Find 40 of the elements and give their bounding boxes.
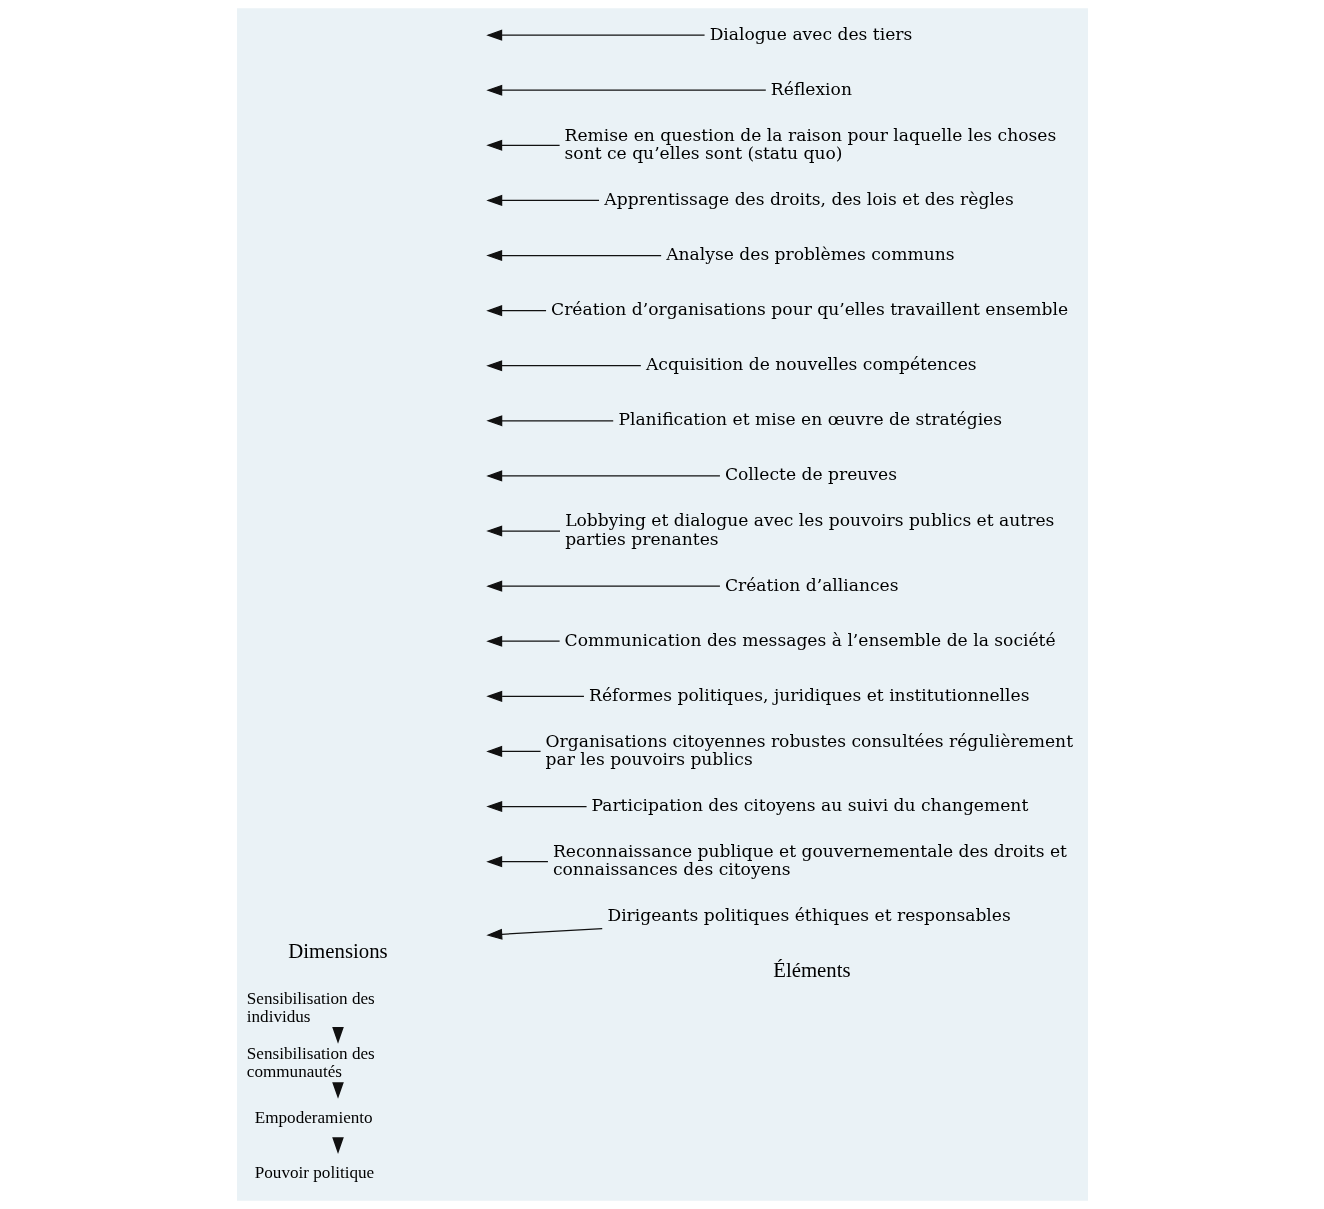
node-text: Apprentissage des droits, des lois et des règles (603, 188, 1014, 209)
node-text: Sensibilisation des communautés (246, 1044, 375, 1082)
arrow (485, 305, 547, 317)
label: Dimensions (287, 939, 388, 964)
node-text: Sensibilisation des individus (246, 988, 375, 1027)
node-text: Reconnaissance publique et gouvernementale des droits et connaissances des citoyens (552, 840, 1067, 880)
arrow (485, 525, 561, 537)
node-text: Collecte de preuves (724, 464, 897, 485)
arrow (485, 139, 560, 151)
arrow (485, 84, 766, 96)
arrow (485, 800, 587, 813)
node-text: Remise en question de la raison pour laquelle les choses sont ce qu’elles sont (statu quo) (564, 124, 1056, 164)
arrow (485, 745, 541, 757)
node-text: Réformes politiques, juridiques et institutionnelles (588, 684, 1029, 705)
arrow (485, 856, 549, 868)
arrow (485, 415, 614, 427)
arrow (485, 360, 641, 372)
arrow (485, 29, 705, 41)
arrow (485, 194, 600, 206)
node-text: Dirigeants politiques éthiques et responsables (606, 905, 1011, 926)
arrow (485, 580, 721, 592)
arrow (485, 690, 585, 702)
node-text: Pouvoir politique (254, 1163, 374, 1183)
node-text: Analyse des problèmes communs (665, 244, 954, 265)
arrow (485, 249, 662, 262)
node-text: Communication des messages à l’ensemble de la société (564, 629, 1056, 650)
node-text: Organisations citoyennes robustes consultées régulièrement par les pouvoirs publics (545, 730, 1073, 770)
node-text: Acquisition de nouvelles compétences (645, 354, 977, 375)
node-text: Création d’alliances (724, 574, 899, 595)
node-text: Lobbying et dialogue avec les pouvoirs publics et autres parties prenantes (564, 510, 1054, 549)
arrow (485, 928, 603, 940)
node-text: Dialogue avec des tiers (709, 23, 912, 44)
node-text: Réflexion (770, 78, 852, 99)
node-text: Participation des citoyens au suivi du changement (590, 795, 1028, 816)
label: Éléments (772, 957, 851, 982)
arrow (485, 635, 560, 647)
node-text: Création d’organisations pour qu’elles travaillent ensemble (550, 299, 1068, 320)
arrow (485, 470, 721, 482)
node-text: Planification et mise en œuvre de stratégies (617, 409, 1002, 430)
node-text: Empoderamiento (254, 1108, 373, 1128)
